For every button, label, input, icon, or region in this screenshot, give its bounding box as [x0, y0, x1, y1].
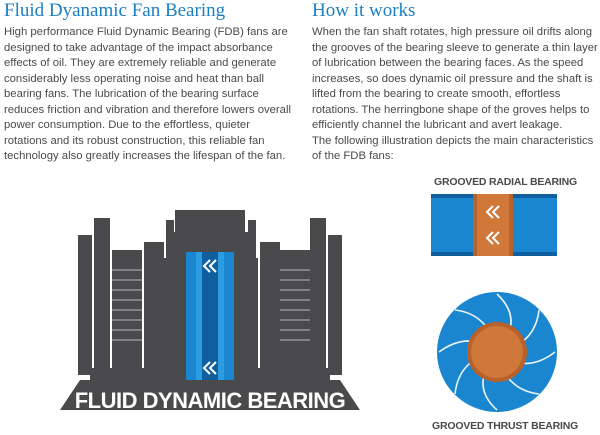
fdb-description: High performance Fluid Dynamic Bearing (… — [4, 26, 291, 162]
illustration-intro: The following illustration depicts the m… — [312, 134, 594, 163]
radial-bearing-caption: GROOVED RADIAL BEARING — [434, 176, 577, 188]
fluid-dynamic-bearing-banner: FLUID DYNAMIC BEARING — [74, 388, 346, 413]
grooved-radial-bearing-illustration — [431, 194, 557, 256]
how-it-works-title: How it works — [312, 0, 416, 21]
bearing-shaft — [200, 252, 220, 382]
how-it-works-description: When the fan shaft rotates, high pressur… — [312, 26, 598, 131]
fan-bearing-illustration — [60, 210, 360, 410]
how-it-works-section: How it works When the fan shaft rotates,… — [312, 0, 600, 165]
grooved-thrust-bearing-illustration — [437, 292, 557, 412]
banner-shape — [60, 380, 360, 410]
fdb-title: Fluid Dyanamic Fan Bearing — [4, 0, 226, 21]
fdb-intro-section: Fluid Dyanamic Fan Bearing High performa… — [4, 0, 296, 165]
thrust-bearing-caption: GROOVED THRUST BEARING — [432, 420, 579, 432]
